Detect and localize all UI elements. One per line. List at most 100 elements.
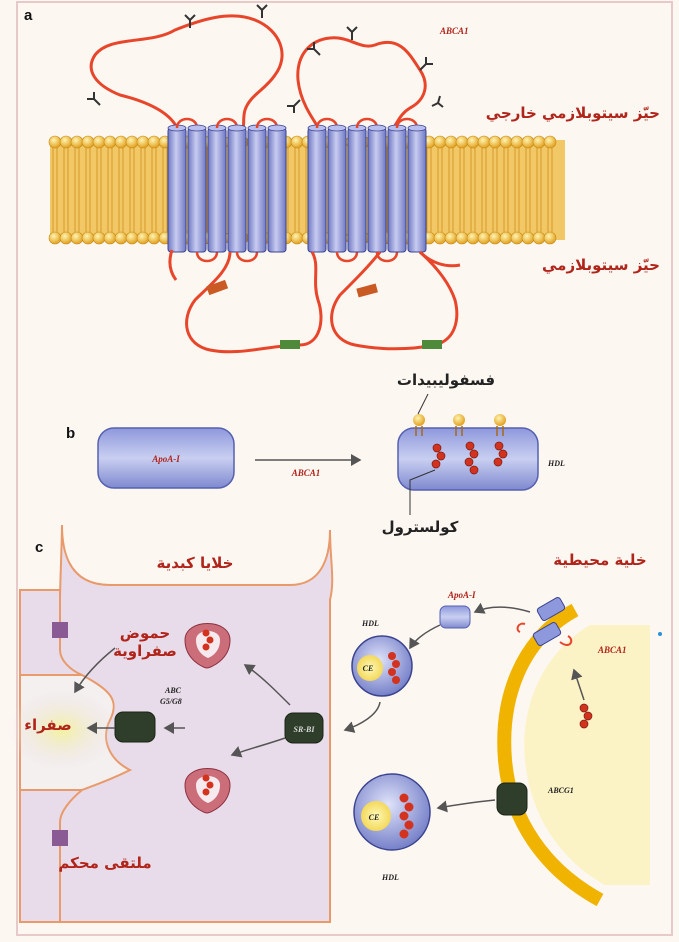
blue-dot (658, 632, 662, 636)
tm-helix (408, 128, 426, 252)
ce-label-top: CE (363, 664, 374, 673)
tm-helix (388, 128, 406, 252)
walker-a-motif-left (206, 280, 228, 295)
lipid-head-outer (434, 136, 446, 148)
hdl-particle-bottom: CE (354, 774, 430, 850)
panel-b: b ApoA-I ABCA1 HDL فسفوليبيدات كولسترول (66, 371, 565, 536)
tm-helix (168, 128, 186, 252)
lipid-head-outer (445, 136, 457, 148)
cholesterol-label: كولسترول (382, 518, 459, 536)
panel-c-letter: c (35, 539, 43, 556)
lipid-head-inner (500, 232, 512, 244)
lipid-head-outer (522, 136, 534, 148)
lipid-head-outer (500, 136, 512, 148)
cytoplasmic-space-label: حيّز سيتوبلازمي (542, 256, 660, 274)
lipid-head-outer (533, 136, 545, 148)
abc-label-1: ABC (164, 686, 182, 695)
lipid-head-inner (544, 232, 556, 244)
lipid-head-outer (291, 136, 303, 148)
lipid-head-outer (148, 136, 160, 148)
lipid-head-inner (104, 232, 116, 244)
liver-cells-label: خلايا كبدية (157, 554, 234, 572)
apoa1-small-particle (440, 606, 470, 628)
abc-label-2: G5/G8 (160, 697, 182, 706)
lipid-head-inner (148, 232, 160, 244)
abcg1-to-hdl-arrow (438, 800, 495, 808)
tm-helix (308, 128, 326, 252)
tm-helix (268, 128, 286, 252)
panel-a-letter: a (24, 7, 33, 24)
lipid-head-outer (511, 136, 523, 148)
lipid-head-outer (467, 136, 479, 148)
lipid-head-inner (434, 232, 446, 244)
hdl-label-top: HDL (361, 619, 379, 628)
lipid-head-inner (533, 232, 545, 244)
n-terminal-tail (170, 250, 176, 280)
extracellular-space-label: حيّز سيتوبلازمي خارجي (486, 104, 660, 122)
lipid-head-inner (478, 232, 490, 244)
walker-b-motif-left (280, 340, 300, 349)
lipid-head-inner (115, 232, 127, 244)
lipid-head-inner (291, 232, 303, 244)
tight-junction-label: ملتقى محكم (58, 854, 151, 872)
sr-bi-label: SR-BI (294, 725, 316, 734)
lipid-head-outer (104, 136, 116, 148)
hdl-label-b: HDL (547, 459, 565, 468)
glycosylation-sites (87, 5, 443, 113)
lipid-head-outer (82, 136, 94, 148)
lipid-head-outer (49, 136, 61, 148)
lipid-head-outer (137, 136, 149, 148)
tight-junction-top (52, 622, 68, 638)
tm-helix (348, 128, 366, 252)
lipid-head-outer (126, 136, 138, 148)
panel-a: a (24, 5, 660, 352)
lipid-head-outer (456, 136, 468, 148)
tm-helix (208, 128, 226, 252)
phospholipids-label: فسفوليبيدات (397, 371, 495, 389)
lipid-head-outer (60, 136, 72, 148)
lipid-head-outer (544, 136, 556, 148)
hdl-to-srbi-arrow (345, 702, 380, 730)
lipid-head-inner (522, 232, 534, 244)
lipid-head-inner (82, 232, 94, 244)
lipid-head-inner (489, 232, 501, 244)
c-terminal-tail (420, 252, 460, 266)
tm-helix (328, 128, 346, 252)
tm-helix (228, 128, 246, 252)
lipid-head-inner (60, 232, 72, 244)
abcg1-transporter (497, 783, 527, 815)
walker-a-motif-right (356, 284, 378, 298)
ce-label-bottom: CE (369, 813, 380, 822)
lipid-head-inner (93, 232, 105, 244)
abca1-title-label: ABCA1 (439, 26, 469, 36)
tm-helix (368, 128, 386, 252)
lipid-head-inner (49, 232, 61, 244)
lipid-head-outer (93, 136, 105, 148)
lipid-head-outer (489, 136, 501, 148)
lipid-head-inner (137, 232, 149, 244)
bile-acids-label-1: حموض (120, 624, 170, 642)
tm-helix (248, 128, 266, 252)
hdl-particle-top: CE (352, 636, 412, 696)
lipid-head-outer (478, 136, 490, 148)
abcg1-label: ABCG1 (547, 786, 574, 795)
cytoplasmic-loop-left (187, 252, 321, 352)
bile-label: صفراء (24, 716, 71, 734)
lipid-head-inner (126, 232, 138, 244)
phospholipids-pointer (418, 394, 428, 414)
lipid-head-inner (71, 232, 83, 244)
apoa1-label-c: ApoA-I (447, 590, 476, 600)
apoa1-label: ApoA-I (151, 454, 180, 464)
extracellular-loop-left (91, 16, 282, 132)
lipid-head-outer (115, 136, 127, 148)
abcg5-g8-transporter (115, 712, 155, 742)
walker-b-motif-right (422, 340, 442, 349)
bile-acids-label-2: صفراوية (113, 642, 177, 660)
panel-c: c خلايا كبدية حموض صفراوية صفراء ملتقى م… (7, 525, 662, 922)
tight-junction-bottom (52, 830, 68, 846)
tm-helix (188, 128, 206, 252)
lipid-head-inner (456, 232, 468, 244)
panel-b-letter: b (66, 425, 75, 442)
cytoplasmic-loop-right (332, 252, 457, 349)
